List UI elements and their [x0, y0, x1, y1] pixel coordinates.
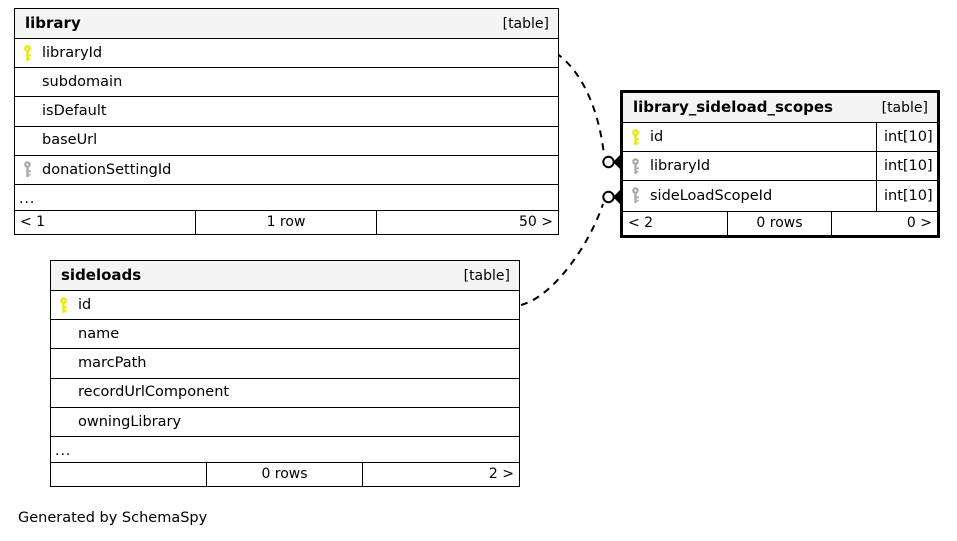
- table-header-sideloads[interactable]: sideloads [table]: [51, 261, 519, 291]
- column-name: owningLibrary: [78, 413, 182, 430]
- more-columns-row: ...: [51, 437, 519, 462]
- column-name: recordUrlComponent: [78, 384, 230, 401]
- no-key-spacer: [51, 320, 75, 348]
- table-header-library[interactable]: library [table]: [15, 9, 558, 39]
- column-row[interactable]: libraryId int[10]: [623, 152, 937, 182]
- relationship-library-to-scopes[interactable]: [555, 52, 622, 171]
- cardinality-zero-circle: [602, 190, 615, 204]
- no-key-spacer: [15, 97, 39, 125]
- more-columns-row: ...: [15, 185, 558, 210]
- generated-by-caption: Generated by SchemaSpy: [18, 510, 208, 526]
- relationship-edge-path: [555, 52, 605, 156]
- column-name: sideLoadScopeId: [650, 187, 773, 204]
- more-columns-ellipsis: ...: [19, 190, 36, 207]
- foreign-key-icon: [15, 156, 39, 184]
- column-row[interactable]: owningLibrary: [51, 408, 519, 437]
- column-name: subdomain: [42, 74, 123, 91]
- primary-key-icon: [623, 123, 647, 151]
- relationship-edge-path: [520, 203, 604, 306]
- primary-key-icon: [51, 291, 75, 319]
- table-footer-sideloads: 0 rows 2 >: [51, 461, 519, 486]
- row-count[interactable]: 0 rows: [207, 462, 363, 486]
- row-count[interactable]: 1 row: [196, 210, 377, 234]
- table-node-library[interactable]: library [table] libraryId subdomain isDefaul…: [14, 8, 559, 235]
- column-row[interactable]: donationSettingId: [15, 156, 558, 185]
- table-node-sideloads[interactable]: sideloads [table] id name marcPath recordUrlC…: [50, 260, 520, 487]
- column-row[interactable]: id: [51, 291, 519, 321]
- column-name: donationSettingId: [42, 161, 172, 178]
- column-name: libraryId: [650, 158, 711, 175]
- column-row[interactable]: subdomain: [15, 68, 558, 98]
- column-type: int[10]: [876, 181, 937, 211]
- column-row[interactable]: baseUrl: [15, 127, 558, 156]
- column-name: marcPath: [78, 355, 147, 372]
- next-relations-count[interactable]: 0 >: [906, 215, 932, 232]
- prev-relations-count[interactable]: < 1: [15, 210, 196, 234]
- column-row[interactable]: isDefault: [15, 97, 558, 127]
- table-columns-library: libraryId subdomain isDefault baseUrl donati…: [15, 39, 558, 210]
- column-row[interactable]: id int[10]: [623, 123, 937, 153]
- table-kind-label: [table]: [463, 267, 510, 284]
- column-type: int[10]: [876, 123, 937, 152]
- column-row[interactable]: libraryId: [15, 39, 558, 69]
- table-title: library_sideload_scopes: [633, 98, 833, 116]
- row-count[interactable]: 0 rows: [728, 211, 833, 235]
- column-name: id: [650, 128, 664, 145]
- table-header-library_sideload_scopes[interactable]: library_sideload_scopes [table]: [623, 93, 937, 123]
- table-kind-label: [table]: [881, 99, 928, 116]
- column-name: baseUrl: [42, 132, 98, 149]
- no-key-spacer: [51, 408, 75, 436]
- table-kind-label: [table]: [502, 15, 549, 32]
- table-columns-sideloads: id name marcPath recordUrlComponent owningLi…: [51, 291, 519, 462]
- next-relations-count[interactable]: 50 >: [519, 214, 553, 231]
- column-name: isDefault: [42, 103, 107, 120]
- primary-key-icon: [15, 39, 39, 67]
- next-relations-count[interactable]: 2 >: [488, 466, 514, 483]
- column-row[interactable]: marcPath: [51, 349, 519, 379]
- relationship-sideloads-to-scopes[interactable]: [520, 188, 622, 306]
- more-columns-ellipsis: ...: [55, 442, 72, 459]
- no-key-spacer: [15, 127, 39, 155]
- prev-relations-count[interactable]: < 2: [623, 211, 728, 235]
- table-title: library: [25, 14, 81, 32]
- column-row[interactable]: name: [51, 320, 519, 350]
- foreign-key-icon: [623, 181, 647, 210]
- column-name: id: [78, 296, 92, 313]
- no-key-spacer: [51, 379, 75, 407]
- cardinality-zero-circle: [602, 155, 615, 169]
- column-row[interactable]: sideLoadScopeId int[10]: [623, 181, 937, 211]
- column-name: libraryId: [42, 44, 103, 61]
- foreign-key-icon: [623, 152, 647, 180]
- no-key-spacer: [51, 349, 75, 377]
- column-name: name: [78, 326, 120, 343]
- column-type: int[10]: [876, 152, 937, 181]
- prev-relations-count[interactable]: [51, 462, 207, 486]
- column-row[interactable]: recordUrlComponent: [51, 379, 519, 408]
- no-key-spacer: [15, 68, 39, 96]
- table-title: sideloads: [61, 266, 142, 284]
